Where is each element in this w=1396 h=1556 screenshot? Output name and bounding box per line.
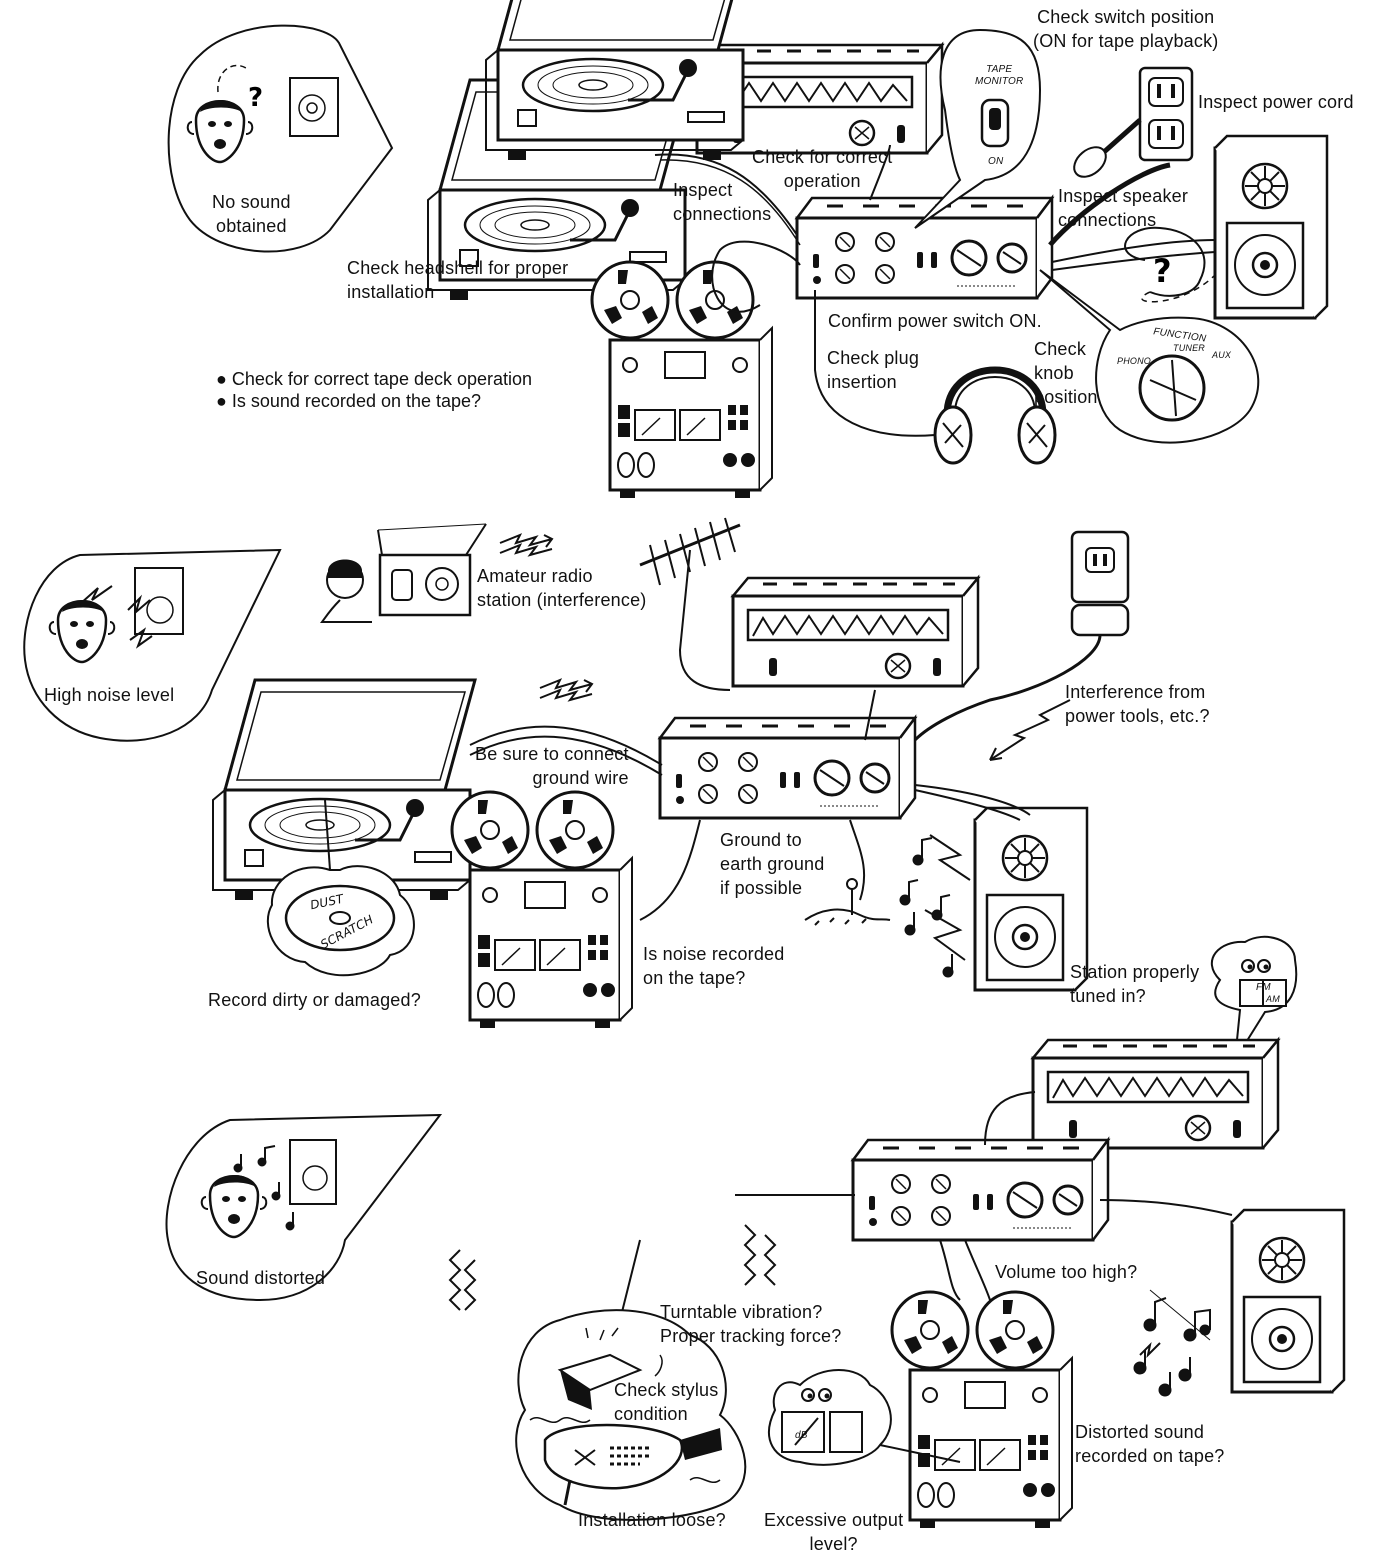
label-distorted-recorded: Distorted sound recorded on tape?	[1075, 1420, 1225, 1468]
turntable-icon-3	[486, 0, 748, 160]
label-check-correct-operation: Check for correct operation	[752, 145, 892, 193]
label-ground-wire: Be sure to connect ground wire	[475, 742, 629, 790]
tape-monitor-label: TAPE MONITOR	[975, 64, 1023, 88]
tape-checklist: ● Check for correct tape deck operation …	[216, 368, 532, 412]
label-excessive-output: Excessive output level?	[764, 1508, 903, 1556]
label-amateur-radio: Amateur radio station (interference)	[477, 564, 646, 612]
tape-deck-icon-2	[452, 792, 632, 1028]
label-noise-recorded: Is noise recorded on the tape?	[643, 942, 784, 990]
label-tracking-force: Proper tracking force?	[660, 1324, 841, 1348]
symptom-high-noise: High noise level	[44, 683, 174, 707]
tuner-label: TUNER	[1173, 343, 1205, 354]
tape-deck-icon	[592, 262, 772, 498]
label-check-knob-position: Check knob position	[1034, 337, 1098, 409]
label-inspect-speaker-connections: Inspect speaker connections	[1058, 184, 1188, 232]
antenna-icon	[640, 518, 740, 690]
label-inspect-power-cord: Inspect power cord	[1198, 90, 1354, 114]
symptom-sound-distorted: Sound distorted	[196, 1266, 325, 1290]
speaker-icon-3	[1232, 1210, 1344, 1392]
tape-checklist-item: ● Check for correct tape deck operation	[216, 368, 532, 390]
amplifier-icon-3	[853, 1140, 1108, 1240]
label-inspect-connections: Inspect connections	[673, 178, 771, 226]
label-installation-loose: Installation loose?	[578, 1508, 726, 1532]
radio-operator-icon	[322, 524, 486, 622]
label-check-switch-position: Check switch position (ON for tape playb…	[1033, 5, 1218, 53]
symptom-no-sound: No sound obtained	[212, 190, 291, 238]
label-turntable-vibration: Turntable vibration?	[660, 1300, 822, 1324]
label-interference-power-tools: Interference from power tools, etc.?	[1065, 680, 1210, 728]
interference-wave-icon	[500, 535, 552, 555]
label-check-headshell: Check headshell for proper installation	[347, 256, 568, 304]
tape-checklist-item: ● Is sound recorded on the tape?	[216, 390, 532, 412]
label-record-dirty: Record dirty or damaged?	[208, 988, 421, 1012]
speaker-mini-icon-2	[135, 568, 183, 634]
am-label: AM	[1266, 994, 1280, 1005]
tape-deck-icon-3	[892, 1292, 1072, 1528]
interference-wave-icon-2	[540, 680, 592, 700]
speaker-mini-icon-3	[290, 1140, 336, 1204]
label-check-plug-insertion: Check plug insertion	[827, 346, 919, 394]
turntable-icon-2	[213, 680, 475, 900]
phono-label: PHONO	[1117, 356, 1151, 367]
amplifier-icon	[797, 198, 1052, 298]
speaker-question-icon: ?	[1153, 252, 1172, 290]
label-confirm-power-switch: Confirm power switch ON.	[828, 309, 1042, 333]
aux-label: AUX	[1212, 350, 1231, 361]
label-earth-ground: Ground to earth ground if possible	[720, 828, 824, 900]
tuner-icon-3	[1033, 1040, 1278, 1148]
section-no-sound: ? ?	[169, 26, 1327, 498]
db-label: dB	[795, 1430, 808, 1442]
power-outlet-icon	[1140, 68, 1192, 160]
distorted-music-notes-icon	[1134, 1298, 1210, 1396]
noise-notes-icon	[900, 835, 970, 977]
speaker-icon	[1215, 136, 1327, 318]
label-stylus-condition: Check stylus condition	[614, 1378, 718, 1426]
tape-monitor-on-label: ON	[988, 156, 1003, 168]
tuner-icon-2	[733, 578, 978, 686]
amplifier-icon-2	[660, 718, 915, 818]
question-mark-icon: ?	[248, 83, 263, 113]
label-station-tuned: Station properly tuned in?	[1070, 960, 1199, 1008]
speaker-mini-icon	[290, 78, 338, 136]
label-volume-high: Volume too high?	[995, 1260, 1137, 1284]
fm-label: FM	[1256, 982, 1271, 994]
